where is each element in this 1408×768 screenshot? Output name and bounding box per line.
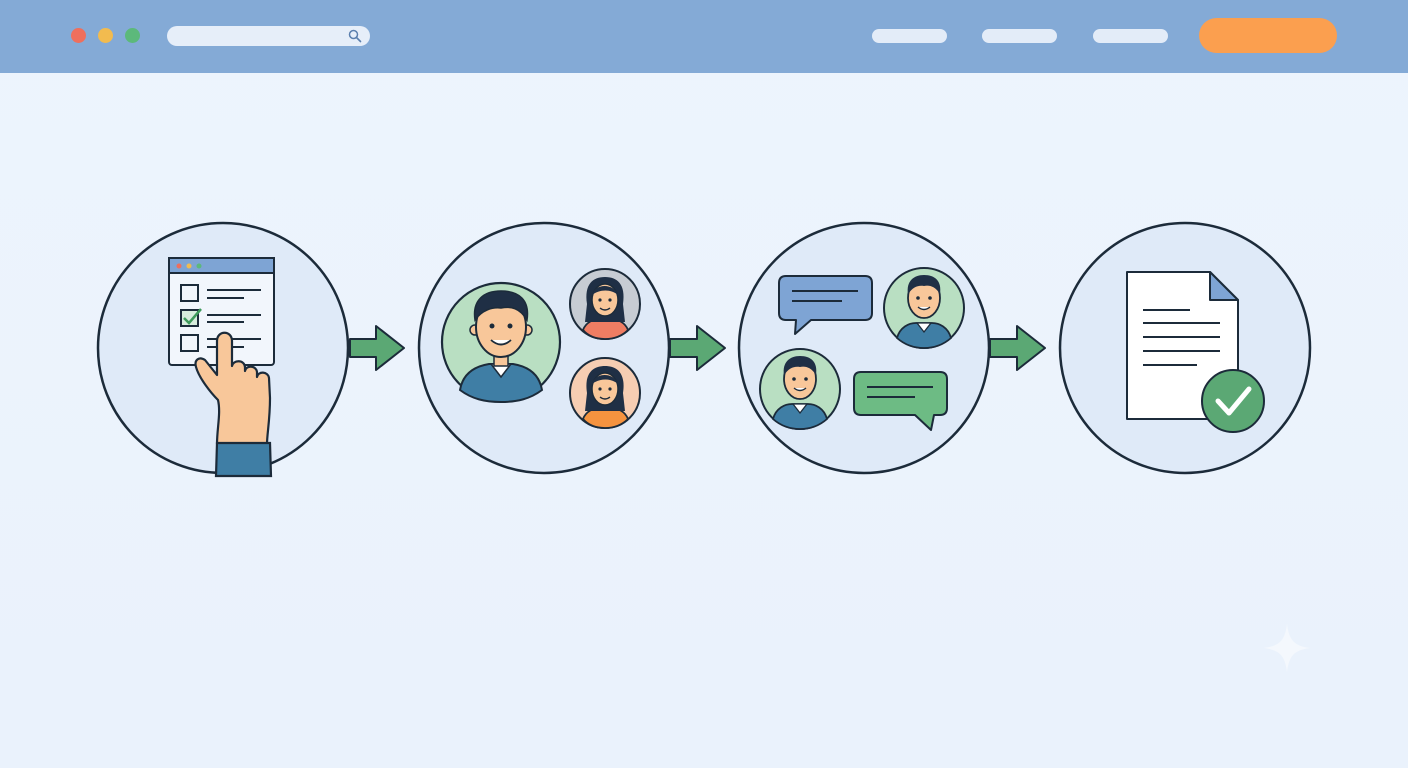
step-discuss-circle: [737, 221, 991, 475]
nav-link-2[interactable]: [982, 29, 1057, 43]
chat-bubble-icon: [778, 275, 873, 335]
person-avatar-icon: [440, 281, 562, 404]
step-select-circle: [96, 221, 350, 478]
step-approve-circle: [1058, 221, 1312, 475]
sparkle-icon: [1264, 624, 1310, 672]
primary-action-button[interactable]: [1199, 18, 1337, 53]
nav-link-1[interactable]: [872, 29, 947, 43]
check-badge-icon: [1201, 369, 1265, 433]
chat-bubble-icon: [853, 371, 948, 431]
person-avatar-icon: [569, 268, 641, 340]
window-close-button[interactable]: [71, 28, 86, 43]
pointing-hand-icon: [194, 331, 273, 478]
right-arrow-icon: [349, 325, 405, 371]
nav-link-3[interactable]: [1093, 29, 1168, 43]
window-maximize-button[interactable]: [125, 28, 140, 43]
right-arrow-icon: [989, 325, 1046, 371]
search-input[interactable]: [167, 26, 370, 46]
checklist-form-icon: [168, 257, 275, 366]
person-avatar-icon: [759, 348, 841, 430]
person-avatar-icon: [569, 357, 641, 429]
person-avatar-icon: [883, 267, 965, 349]
right-arrow-icon: [669, 325, 726, 371]
top-navigation-bar: [0, 0, 1408, 73]
step-match-circle: [417, 221, 671, 475]
search-icon: [348, 29, 362, 43]
window-minimize-button[interactable]: [98, 28, 113, 43]
